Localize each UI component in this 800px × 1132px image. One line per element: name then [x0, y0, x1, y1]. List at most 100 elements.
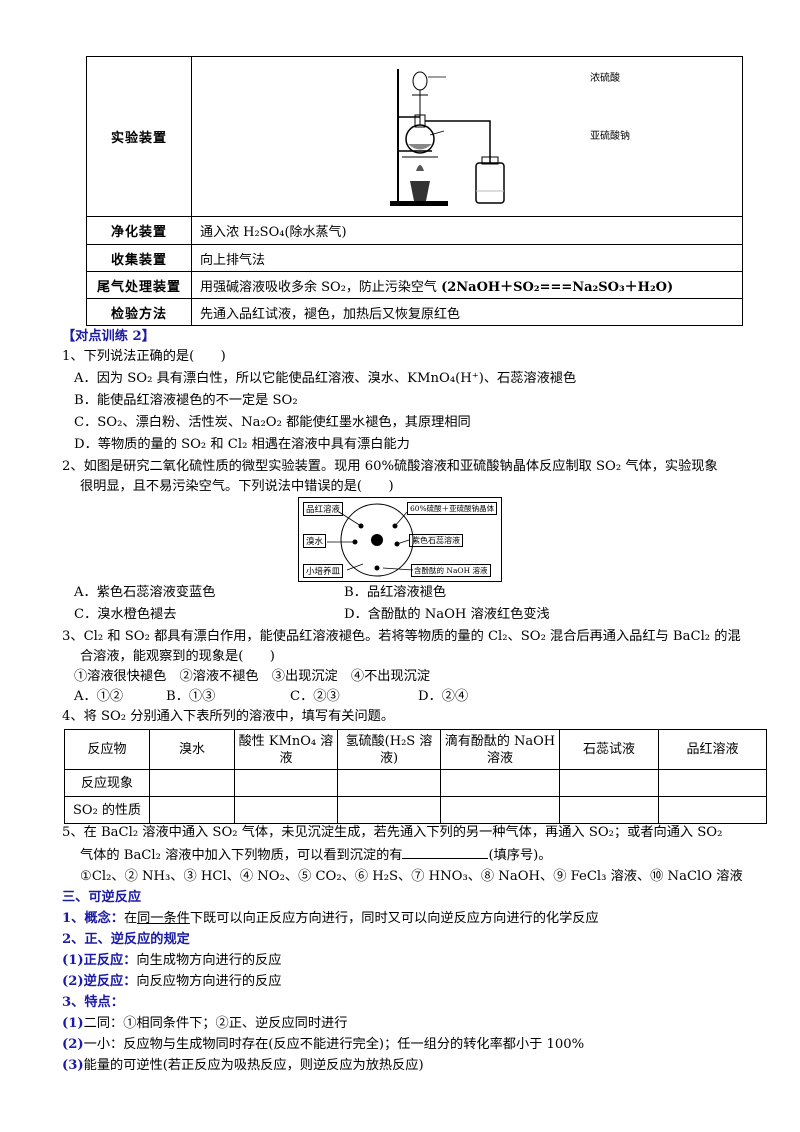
apparatus-diagram [390, 69, 505, 206]
tail-gas-equation: (2NaOH＋SO₂===Na₂SO₃＋H₂O) [441, 279, 674, 295]
blank-cell[interactable] [337, 769, 441, 797]
label-acid-sulfite: 60%硫酸＋亚硫酸钠晶体 [407, 502, 498, 515]
q1-stem: 1、下列说法正确的是( ) [62, 349, 226, 364]
q2-stem-1: 2、如图是研究二氧化硫性质的微型实验装置。现用 60%硫酸溶液和亚硫酸钠晶体反应… [62, 459, 718, 474]
q3-option-b: B．①③ [166, 689, 216, 704]
label-sodium-sulfite: 亚硫酸钠 [590, 131, 630, 142]
feature-1-label: (1) [62, 1016, 84, 1031]
blank-cell[interactable] [559, 769, 659, 797]
q1-option-b: B．能使品红溶液褪色的不一定是 SO₂ [74, 393, 298, 408]
row-value: 用强碱溶液吸收多余 SO₂，防止污染空气 (2NaOH＋SO₂===Na₂SO₃… [191, 271, 743, 299]
blank-cell[interactable] [559, 796, 659, 824]
header-cell: 氢硫酸(H₂S 溶液) [337, 729, 441, 770]
label-bromine: 溴水 [303, 534, 327, 548]
q1-option-a: A．因为 SO₂ 具有漂白性，所以它能使品红溶液、溴水、KMnO₄(H⁺)、石蕊… [74, 371, 577, 386]
reverse-label: (2)逆反应： [62, 974, 137, 989]
feature-3: (3)能量的可逆性(若正反应为吸热反应，则逆反应为放热反应) [62, 1057, 424, 1075]
table-row: 收集装置 向上排气法 [86, 244, 743, 272]
blank-cell[interactable] [337, 796, 441, 824]
blank-cell[interactable] [149, 796, 235, 824]
q4-stem: 4、将 SO₂ 分别通入下表所列的溶液中，填写有关问题。 [62, 709, 395, 724]
q5-stem-2b: (填序号)。 [488, 848, 552, 863]
row-value: 先通入品红试液，褪色，加热后又恢复原红色 [191, 298, 743, 326]
q2-option-a: A．紫色石蕊溶液变蓝色 [74, 585, 216, 600]
row-label: 反应现象 [64, 769, 150, 797]
definition-title: 2、正、逆反应的规定 [62, 932, 190, 947]
q1-option-d: D．等物质的量的 SO₂ 和 Cl₂ 相遇在溶液中具有漂白能力 [74, 437, 410, 452]
feature-2-label: (2) [62, 1037, 84, 1052]
table-row: 反应现象 [64, 769, 767, 797]
q5-stem-2: 气体的 BaCl₂ 溶液中加入下列物质，可以看到沉淀的有 (填序号)。 [80, 846, 552, 865]
q5-stem-2a: 气体的 BaCl₂ 溶液中加入下列物质，可以看到沉淀的有 [80, 848, 403, 863]
forward-label: (1)正反应： [62, 953, 137, 968]
feature-2-text: 一小：反应物与生成物同时存在(反应不能进行完全)；任一组分的转化率都小于 100… [83, 1037, 585, 1052]
section3-title: 三、可逆反应 [62, 890, 142, 905]
blank-cell[interactable] [234, 796, 338, 824]
answer-blank[interactable] [402, 846, 489, 859]
table-row: SO₂ 的性质 [64, 796, 767, 824]
label-conc-sulfuric: 浓硫酸 [590, 73, 620, 84]
q2-stem-2: 很明显，且不易污染空气。下列说法中错误的是( ) [80, 479, 394, 494]
tail-gas-text: 用强碱溶液吸收多余 SO₂，防止污染空气 [200, 279, 437, 295]
q3-option-d: D．②④ [418, 689, 469, 704]
q3-option-c: C．②③ [290, 689, 340, 704]
row-value: 通入浓 H₂SO₄(除水蒸气) [191, 216, 743, 245]
header-cell: 酸性 KMnO₄ 溶液 [234, 729, 338, 770]
row-key: 尾气处理装置 [86, 271, 192, 299]
label-naoh: 含酚酞的 NaOH 溶液 [411, 564, 491, 577]
q2-option-c: C．溴水橙色褪去 [74, 607, 177, 622]
concept-line: 1、概念：在同一条件下既可以向正反应方向进行，同时又可以向逆反应方向进行的化学反… [62, 910, 599, 928]
reverse-line: (2)逆反应：向反应物方向进行的反应 [62, 973, 281, 991]
q5-stem-1: 5、在 BaCl₂ 溶液中通入 SO₂ 气体，未见沉淀生成，若先通入下列的另一种… [62, 825, 723, 840]
table-row: 尾气处理装置 用强碱溶液吸收多余 SO₂，防止污染空气 (2NaOH＋SO₂==… [86, 271, 743, 299]
label-petri: 小培养皿 [303, 564, 344, 578]
q4-table: 反应物 溴水 酸性 KMnO₄ 溶液 氢硫酸(H₂S 溶液) 滴有酚酞的 NaO… [64, 729, 767, 824]
concept-underline: 同一条件 [137, 911, 190, 926]
forward-text: 向生成物方向进行的反应 [136, 953, 282, 968]
table-row: 净化装置 通入浓 H₂SO₄(除水蒸气) [86, 216, 743, 245]
concept-label: 1、概念： [62, 911, 124, 926]
feature-1: (1)二同：①相同条件下；②正、逆反应同时进行 [62, 1015, 347, 1033]
blank-cell[interactable] [440, 769, 560, 797]
row-key: 实验装置 [86, 56, 192, 217]
blank-cell[interactable] [658, 769, 767, 797]
row-label: SO₂ 的性质 [64, 796, 150, 824]
feature-3-label: (3) [62, 1058, 84, 1073]
feature-3-text: 能量的可逆性(若正反应为吸热反应，则逆反应为放热反应) [83, 1058, 424, 1073]
q3-option-a: A．①② [74, 689, 124, 704]
label-magenta: 品红溶液 [303, 502, 344, 516]
table-row: 实验装置 [86, 56, 743, 217]
header-cell: 反应物 [64, 729, 150, 770]
blank-cell[interactable] [658, 796, 767, 824]
blank-cell[interactable] [440, 796, 560, 824]
microscale-diagram: 品红溶液 60%硫酸＋亚硫酸钠晶体 溴水 紫色石蕊溶液 小培养皿 含酚酞的 Na… [298, 497, 502, 582]
table-row: 检验方法 先通入品红试液，褪色，加热后又恢复原红色 [86, 298, 743, 326]
row-value: 向上排气法 [191, 244, 743, 272]
practice-heading: 【对点训练 2】 [62, 329, 155, 344]
header-cell: 石蕊试液 [559, 729, 659, 770]
feature-2: (2)一小：反应物与生成物同时存在(反应不能进行完全)；任一组分的转化率都小于 … [62, 1036, 584, 1054]
reverse-text: 向反应物方向进行的反应 [136, 974, 282, 989]
row-key: 收集装置 [86, 244, 192, 272]
label-litmus: 紫色石蕊溶液 [409, 534, 463, 547]
header-cell: 品红溶液 [658, 729, 767, 770]
q1-option-c: C．SO₂、漂白粉、活性炭、Na₂O₂ 都能使红墨水褪色，其原理相同 [74, 415, 471, 430]
feature-1-text: 二同：①相同条件下；②正、逆反应同时进行 [83, 1016, 348, 1031]
table-row: 反应物 溴水 酸性 KMnO₄ 溶液 氢硫酸(H₂S 溶液) 滴有酚酞的 NaO… [64, 729, 767, 770]
row-key: 检验方法 [86, 298, 192, 326]
header-cell: 溴水 [149, 729, 235, 770]
concept-post: 下既可以向正反应方向进行，同时又可以向逆反应方向进行的化学反应 [189, 911, 599, 926]
q3-items: ①溶液很快褪色 ②溶液不褪色 ③出现沉淀 ④不出现沉淀 [74, 669, 431, 684]
concept-pre: 在 [123, 911, 138, 926]
features-title: 3、特点： [62, 995, 124, 1010]
apparatus-cell: 浓硫酸 亚硫酸钠 [191, 56, 743, 217]
q5-items: ①Cl₂、② NH₃、③ HCl、④ NO₂、⑤ CO₂、⑥ H₂S、⑦ HNO… [80, 869, 743, 884]
blank-cell[interactable] [149, 769, 235, 797]
forward-line: (1)正反应：向生成物方向进行的反应 [62, 952, 281, 970]
row-key: 净化装置 [86, 216, 192, 245]
so2-preparation-table: 实验装置 [86, 56, 743, 326]
blank-cell[interactable] [234, 769, 338, 797]
q2-option-d: D．含酚酞的 NaOH 溶液红色变浅 [344, 607, 550, 622]
q2-option-b: B．品红溶液褪色 [344, 585, 447, 600]
q3-stem-2: 合溶液，能观察到的现象是( ) [80, 649, 275, 664]
